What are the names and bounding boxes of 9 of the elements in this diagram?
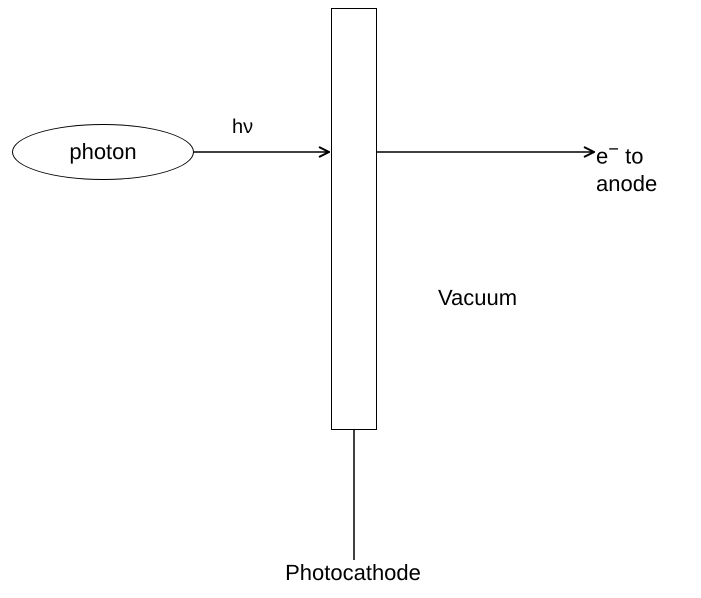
leader-line xyxy=(353,430,355,560)
photocathode-label: Photocathode xyxy=(253,560,453,594)
arrow xyxy=(194,146,330,158)
arrow xyxy=(377,146,595,158)
edge-label: hν xyxy=(232,116,254,139)
photocathode-bar xyxy=(331,8,377,430)
electron-label: e$^{−}$ to anode xyxy=(596,138,658,198)
region-label: Vacuum xyxy=(438,285,518,311)
photon-ellipse: photon xyxy=(12,124,194,180)
